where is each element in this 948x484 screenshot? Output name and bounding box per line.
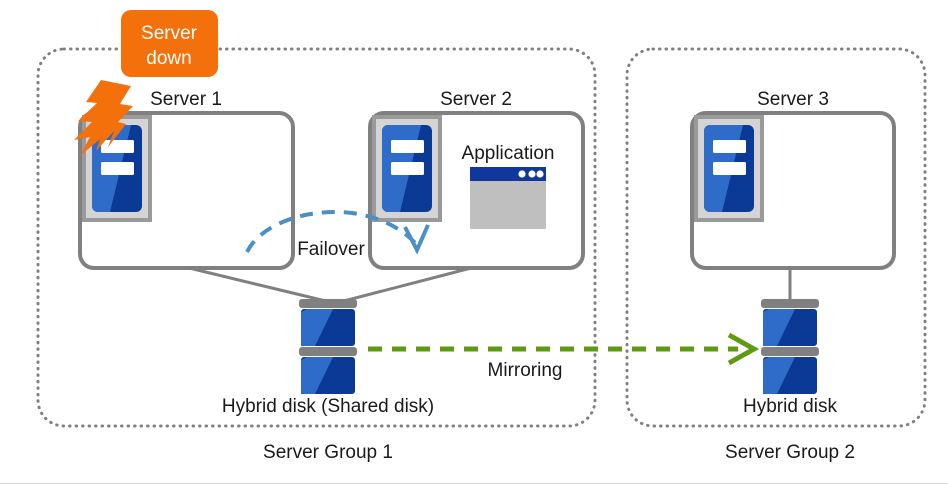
server-3-icon: [694, 115, 764, 222]
connector-server1-to-disk: [184, 265, 331, 304]
mirroring-label: Mirroring: [488, 360, 563, 381]
application-window-icon: [470, 167, 546, 229]
hybrid-disk-shared-label: Hybrid disk (Shared disk): [222, 396, 434, 417]
hybrid-disk-mirror-icon[interactable]: [761, 299, 819, 394]
mirroring-arrowhead-icon: [727, 332, 760, 366]
server-down-badge-line1: Server: [141, 23, 198, 44]
hybrid-disk-mirror-label: Hybrid disk: [743, 396, 837, 417]
server-2-label: Server 2: [440, 89, 512, 110]
server-group-1-border: [36, 47, 597, 428]
failover-arrowhead-icon: [403, 224, 430, 255]
server-2-icon: [372, 115, 442, 222]
connector-server2-to-disk: [339, 265, 476, 304]
lightning-bolt-icon: [74, 80, 133, 156]
server-1-label: Server 1: [150, 89, 222, 110]
application-label: Application: [462, 143, 555, 164]
server-group-2-label: Server Group 2: [725, 442, 855, 463]
server-down-badge-line2: down: [146, 48, 191, 69]
server-group-1-label: Server Group 1: [263, 442, 393, 463]
failover-arrow-icon: [245, 210, 419, 253]
server-3-label: Server 3: [757, 89, 829, 110]
failover-label: Failover: [297, 239, 365, 260]
hybrid-disk-shared-icon[interactable]: [299, 299, 357, 394]
server-group-2-border: [625, 47, 927, 428]
server-down-badge: Server down: [121, 10, 218, 77]
